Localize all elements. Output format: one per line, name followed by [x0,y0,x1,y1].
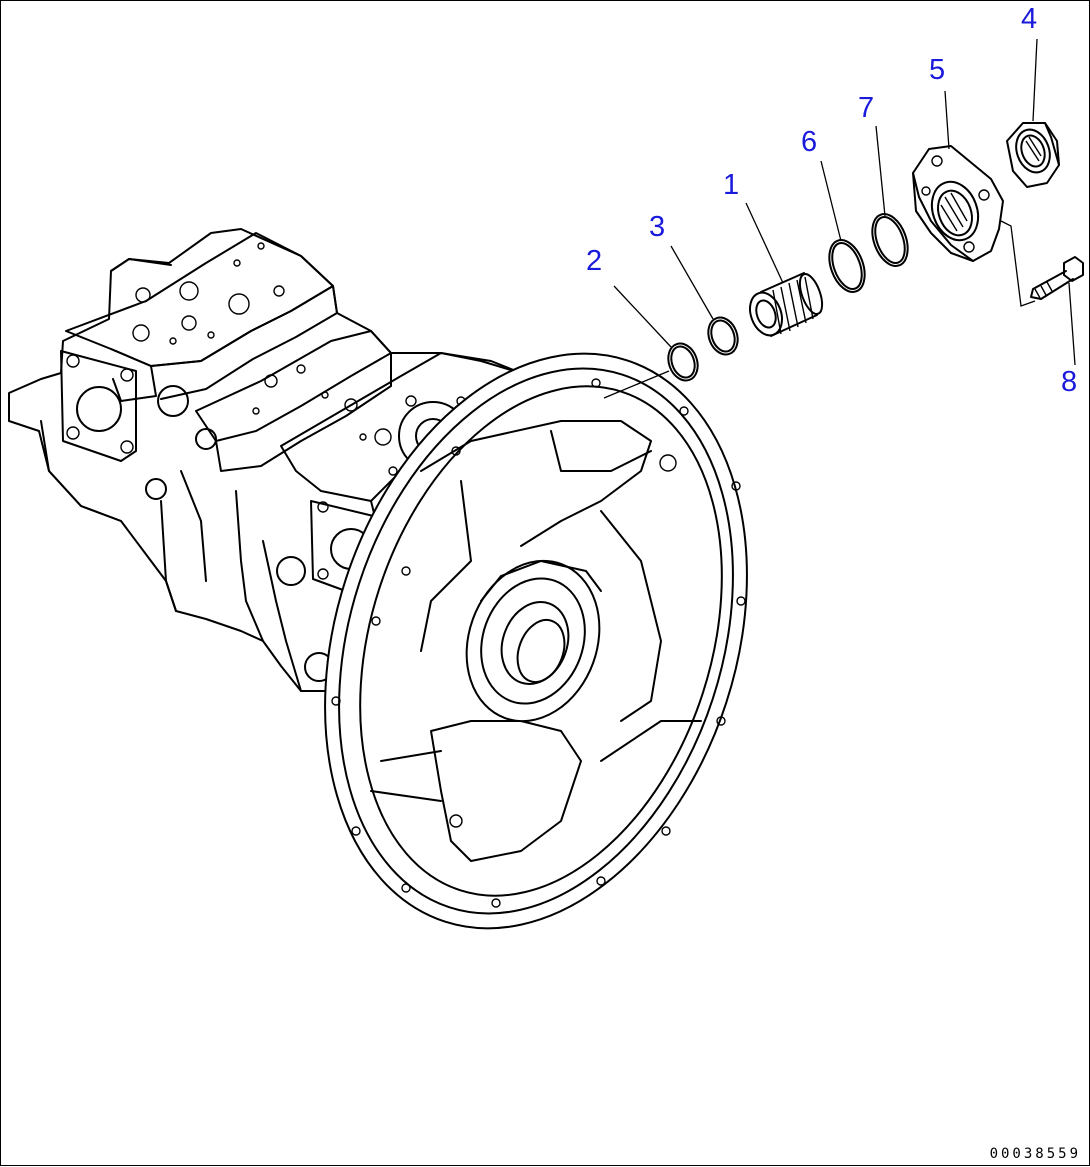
adapter-part-1 [749,272,824,337]
part-label-8: 8 [1061,366,1078,398]
part-label-3: 3 [649,211,666,243]
flange-part-5 [912,145,1004,262]
leader-lines [603,38,1076,399]
drawing-number: 00038559 [989,1146,1081,1162]
nut-part-4 [1006,122,1060,188]
part-label-2: 2 [586,245,603,277]
o-ring-part-6 [828,239,866,293]
bolt-part-8 [1030,256,1084,300]
part-label-6: 6 [801,126,818,158]
part-label-5: 5 [929,54,946,86]
part-label-4: 4 [1021,3,1038,35]
o-ring-part-2 [667,342,699,382]
o-ring-part-3 [707,316,739,356]
mounting-flange-housing [324,352,748,930]
part-label-1: 1 [723,169,740,201]
part-label-7: 7 [858,92,875,124]
o-ring-part-7 [871,213,909,267]
